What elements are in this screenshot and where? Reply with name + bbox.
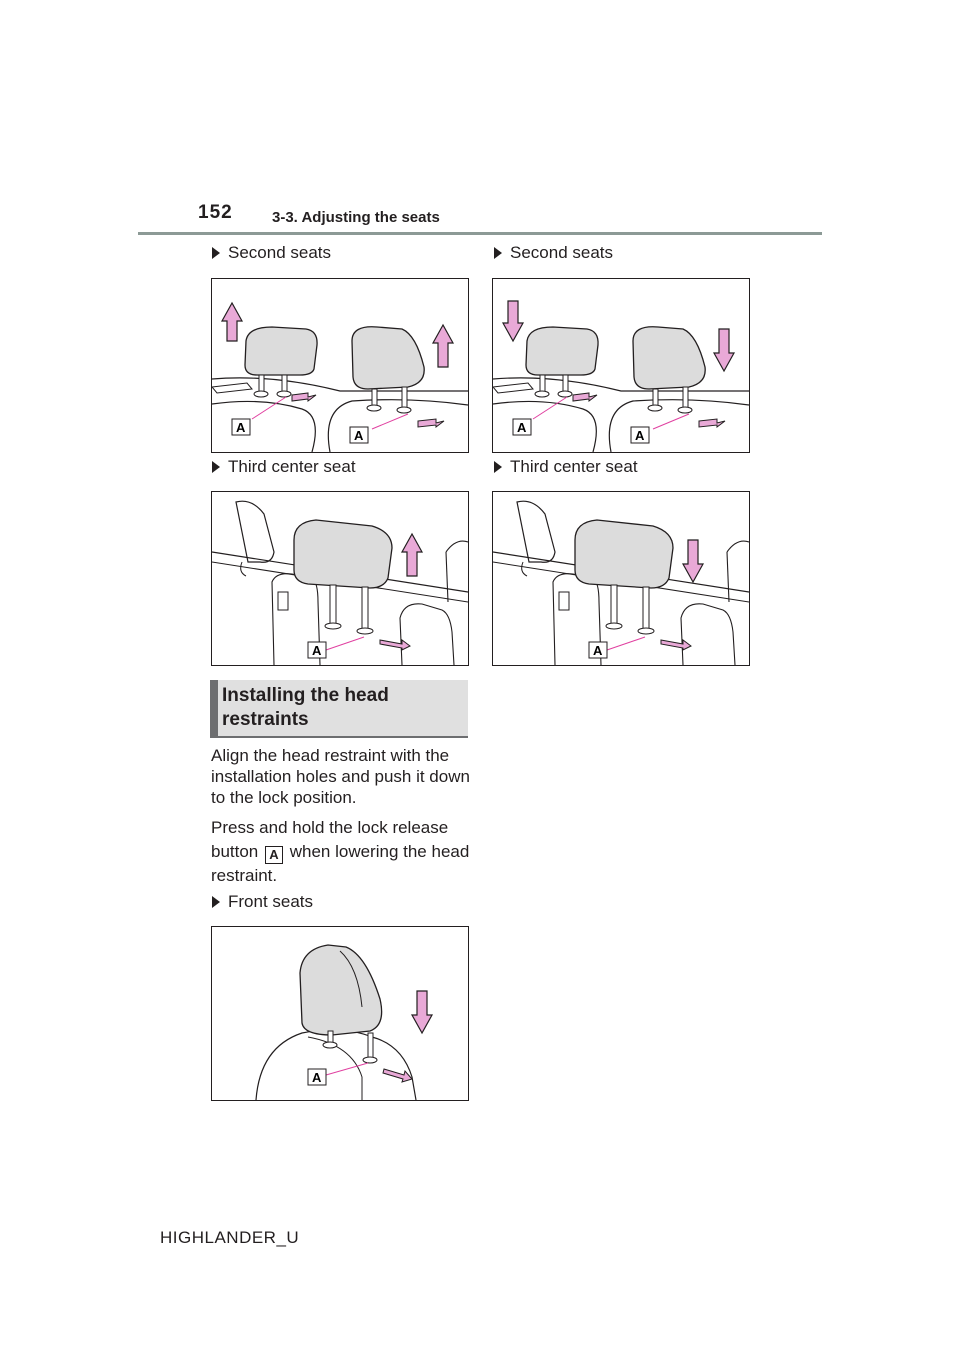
figure-third-center-seat-removal: A <box>211 491 469 666</box>
heading-accent-bar <box>210 680 218 736</box>
bullet-triangle-icon <box>494 247 502 259</box>
paragraph-align: Align the head restraint with the instal… <box>211 746 470 807</box>
bullet-second-seats-right: Second seats <box>494 243 613 263</box>
callout-a: A <box>593 643 603 658</box>
callout-a: A <box>517 420 527 435</box>
section-heading-installing: Installing the head restraints <box>210 680 468 738</box>
bullet-label-text: Third center seat <box>228 457 356 476</box>
bullet-label-text: Second seats <box>228 243 332 262</box>
callout-a: A <box>236 420 246 435</box>
callout-a: A <box>312 643 322 658</box>
heading-text: Installing the head restraints <box>222 685 389 730</box>
inline-callout-a: A <box>265 846 283 864</box>
bullet-triangle-icon <box>212 461 220 473</box>
bullet-triangle-icon <box>212 247 220 259</box>
bullet-label-text: Second seats <box>510 243 614 262</box>
paragraph-text-before: Press and hold the lock release button <box>211 818 449 861</box>
callout-a: A <box>312 1070 322 1085</box>
bullet-triangle-icon <box>212 896 220 908</box>
bullet-second-seats-left: Second seats <box>212 243 331 263</box>
bullet-third-center-seat-right: Third center seat <box>494 457 638 477</box>
footer-model-code: HIGHLANDER_U <box>160 1228 300 1247</box>
heading-rule <box>210 736 468 738</box>
callout-a: A <box>354 428 364 443</box>
paragraph-press-hold: Press and hold the lock release button A… <box>211 816 471 888</box>
header-rule <box>138 232 822 235</box>
callout-a: A <box>635 428 645 443</box>
figure-third-center-seat-install: A <box>492 491 750 666</box>
paragraph-text-after: when lowering the head restraint. <box>211 842 470 885</box>
figure-second-seats-install: A A <box>492 278 750 453</box>
figure-front-seats-install: A <box>211 926 469 1101</box>
page-number: 152 <box>198 202 233 223</box>
bullet-triangle-icon <box>494 461 502 473</box>
figure-second-seats-removal: A A <box>211 278 469 453</box>
bullet-label-text: Third center seat <box>510 457 638 476</box>
bullet-front-seats: Front seats <box>212 892 313 912</box>
bullet-third-center-seat-left: Third center seat <box>212 457 356 477</box>
section-title: 3-3. Adjusting the seats <box>272 209 440 226</box>
bullet-label-text: Front seats <box>228 892 314 911</box>
